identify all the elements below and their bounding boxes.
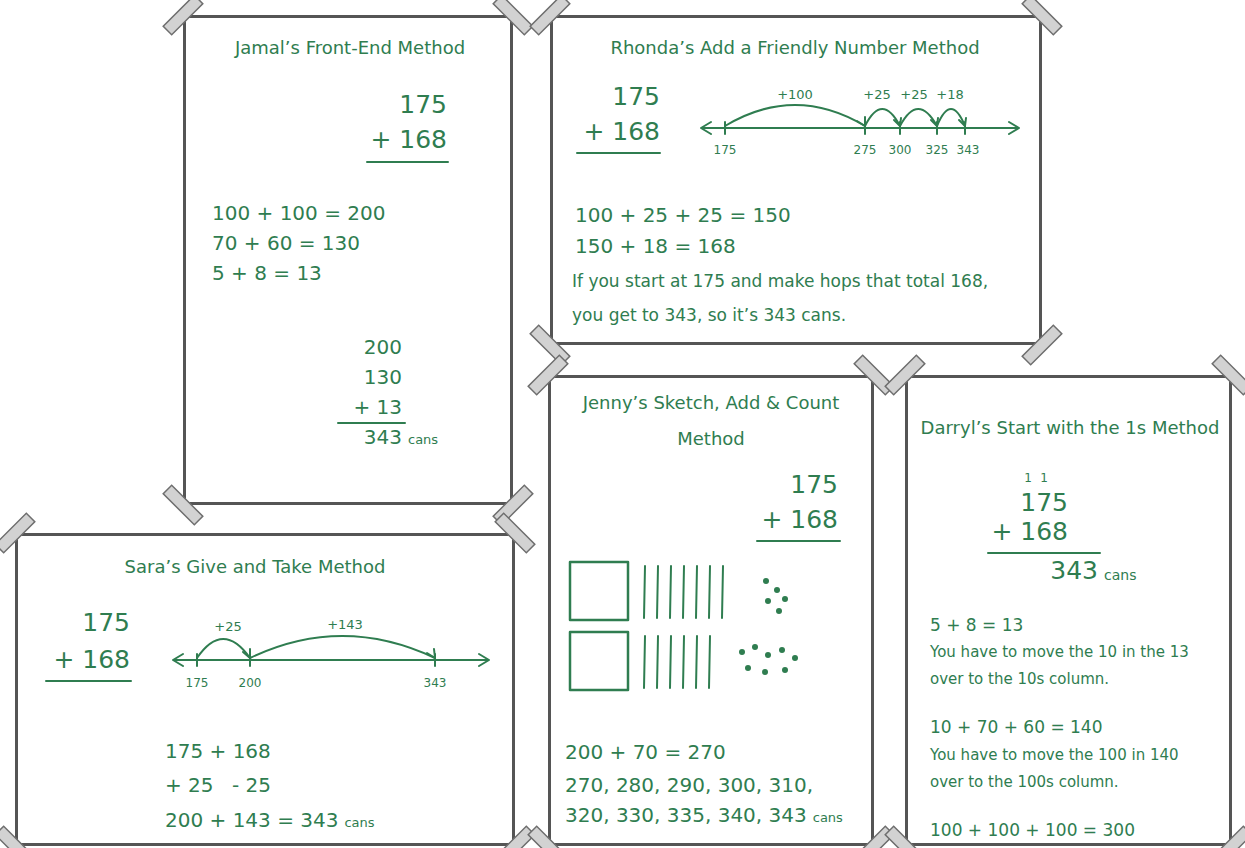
poster-title: Jamal’s Front-End Method	[195, 37, 505, 59]
poster: Darryl’s Start with the 1s Method 11 175+ …	[905, 375, 1232, 846]
poster-text: +25	[900, 87, 927, 103]
poster-text: 175	[82, 608, 130, 638]
poster-text: cans	[1104, 567, 1136, 584]
poster-text: cans	[813, 810, 843, 826]
poster-text: + 168	[991, 517, 1068, 547]
poster-text: 200	[364, 335, 402, 359]
poster-text: 200 + 70 = 270	[565, 740, 726, 764]
poster-text: + 13	[353, 395, 402, 419]
poster-text: + 168	[583, 117, 660, 147]
poster-text: 175	[790, 470, 838, 500]
poster-title: Darryl’s Start with the 1s Method	[920, 410, 1220, 446]
poster-text: 100 + 25 + 25 = 150	[575, 203, 791, 227]
poster: Jamal’s Front-End Method 175 + 168 100 + 10…	[183, 15, 513, 505]
poster-text: 100 + 100 = 200	[212, 201, 385, 225]
poster-title: Sara’s Give and Take Method	[25, 556, 485, 578]
poster-text: 200	[239, 676, 262, 690]
poster-text: 343	[364, 425, 402, 449]
poster-text: 200 + 143 = 343	[165, 808, 338, 832]
poster-text: 175	[399, 90, 447, 120]
poster-text: +100	[777, 87, 813, 103]
poster-text: 1	[1024, 471, 1032, 485]
poster-text: 300	[889, 143, 912, 157]
poster-text: + 168	[370, 125, 447, 155]
poster-text: cans	[344, 815, 374, 831]
poster-text: 175	[612, 82, 660, 112]
poster-text: 175	[1020, 488, 1068, 518]
poster-text: 130	[364, 365, 402, 389]
poster-text: - 25	[232, 773, 271, 797]
poster-text: cans	[408, 432, 438, 448]
poster-text: You have to move the 10 in the 13 over t…	[930, 639, 1202, 693]
poster-text: 70 + 60 = 130	[212, 231, 360, 255]
poster-text: 175 + 168	[165, 739, 271, 763]
poster-text: If you start at 175 and make hops that t…	[572, 264, 1012, 332]
poster: Sara’s Give and Take Method 175 + 168 +25 +1…	[15, 533, 515, 846]
poster-text: You have to move the 100 in 140 over to …	[930, 742, 1202, 796]
poster: Jenny’s Sketch, Add & Count Method 175 + 1…	[548, 375, 874, 846]
poster-text: 343	[957, 143, 980, 157]
poster-text: + 25	[165, 773, 214, 797]
poster-text: 100 + 100 + 100 = 300	[930, 820, 1135, 840]
poster-text: +143	[327, 617, 363, 633]
poster-text: + 168	[761, 505, 838, 535]
poster-text: +25	[863, 87, 890, 103]
poster-title: Rhonda’s Add a Friendly Number Method	[560, 37, 1030, 59]
poster-text: 5 + 8 = 13	[930, 615, 1023, 635]
poster-text: +25	[214, 619, 241, 635]
poster-text: 175	[186, 676, 209, 690]
poster-text: 175	[714, 143, 737, 157]
poster-text: 1	[1040, 471, 1048, 485]
poster-text: 150 + 18 = 168	[575, 234, 736, 258]
poster-text: +18	[936, 87, 963, 103]
poster-text: 343	[424, 676, 447, 690]
poster-text: 275	[854, 143, 877, 157]
poster-text: + 168	[53, 645, 130, 675]
poster-text: 343	[1050, 556, 1098, 586]
poster-text: 5 + 8 = 13	[212, 261, 322, 285]
poster-text: 325	[926, 143, 949, 157]
poster-text: 10 + 70 + 60 = 140	[930, 717, 1103, 737]
poster-title: Jenny’s Sketch, Add & Count Method	[561, 385, 861, 457]
poster: Rhonda’s Add a Friendly Number Method 175…	[550, 15, 1042, 345]
